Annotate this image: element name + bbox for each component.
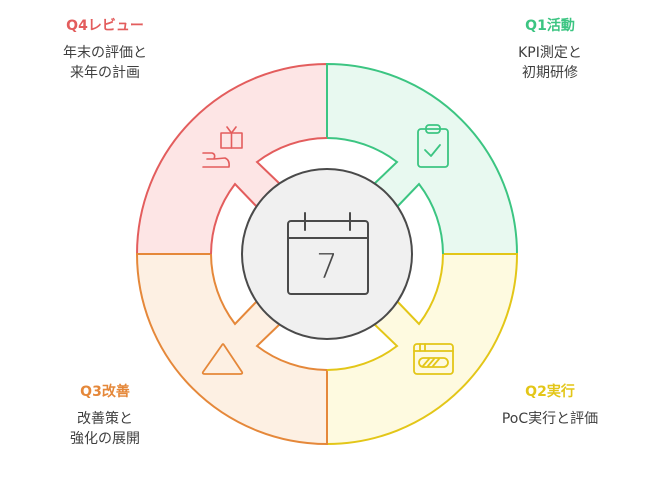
q4-label: Q4レビュー 年末の評価と 来年の計画 <box>25 17 185 83</box>
calendar-icon <box>287 212 369 295</box>
q1-description: KPI測定と 初期研修 <box>518 45 582 81</box>
ring-left-outline-bottom <box>210 253 259 326</box>
q3-title: Q3改善 <box>80 384 130 400</box>
clipboard-check-icon <box>417 124 449 168</box>
browser-progress-icon <box>413 343 454 375</box>
ring-top-outline-right <box>326 137 399 186</box>
q4-title: Q4レビュー <box>66 18 144 34</box>
center-circle <box>241 168 413 340</box>
ring-top-outline-left <box>255 137 328 186</box>
ring-bottom-outline-right <box>326 322 399 371</box>
calendar-day: 7 <box>316 247 338 287</box>
triangle-icon <box>201 343 244 375</box>
q1-title: Q1活動 <box>525 18 575 34</box>
ring-left-outline-top <box>210 182 259 255</box>
ring-right-outline-top <box>395 182 444 255</box>
ring-bottom-outline-left <box>255 322 328 371</box>
q2-label: Q2実行 PoC実行と評価 <box>470 383 630 429</box>
ring-right-outline-bottom <box>395 253 444 326</box>
q3-description: 改善策と 強化の展開 <box>70 411 140 447</box>
q4-description: 年末の評価と 来年の計画 <box>63 45 147 81</box>
q2-title: Q2実行 <box>525 384 575 400</box>
gift-hand-icon <box>202 126 243 168</box>
q3-label: Q3改善 改善策と 強化の展開 <box>25 383 185 449</box>
q1-label: Q1活動 KPI測定と 初期研修 <box>470 17 630 83</box>
q2-description: PoC実行と評価 <box>501 411 599 427</box>
